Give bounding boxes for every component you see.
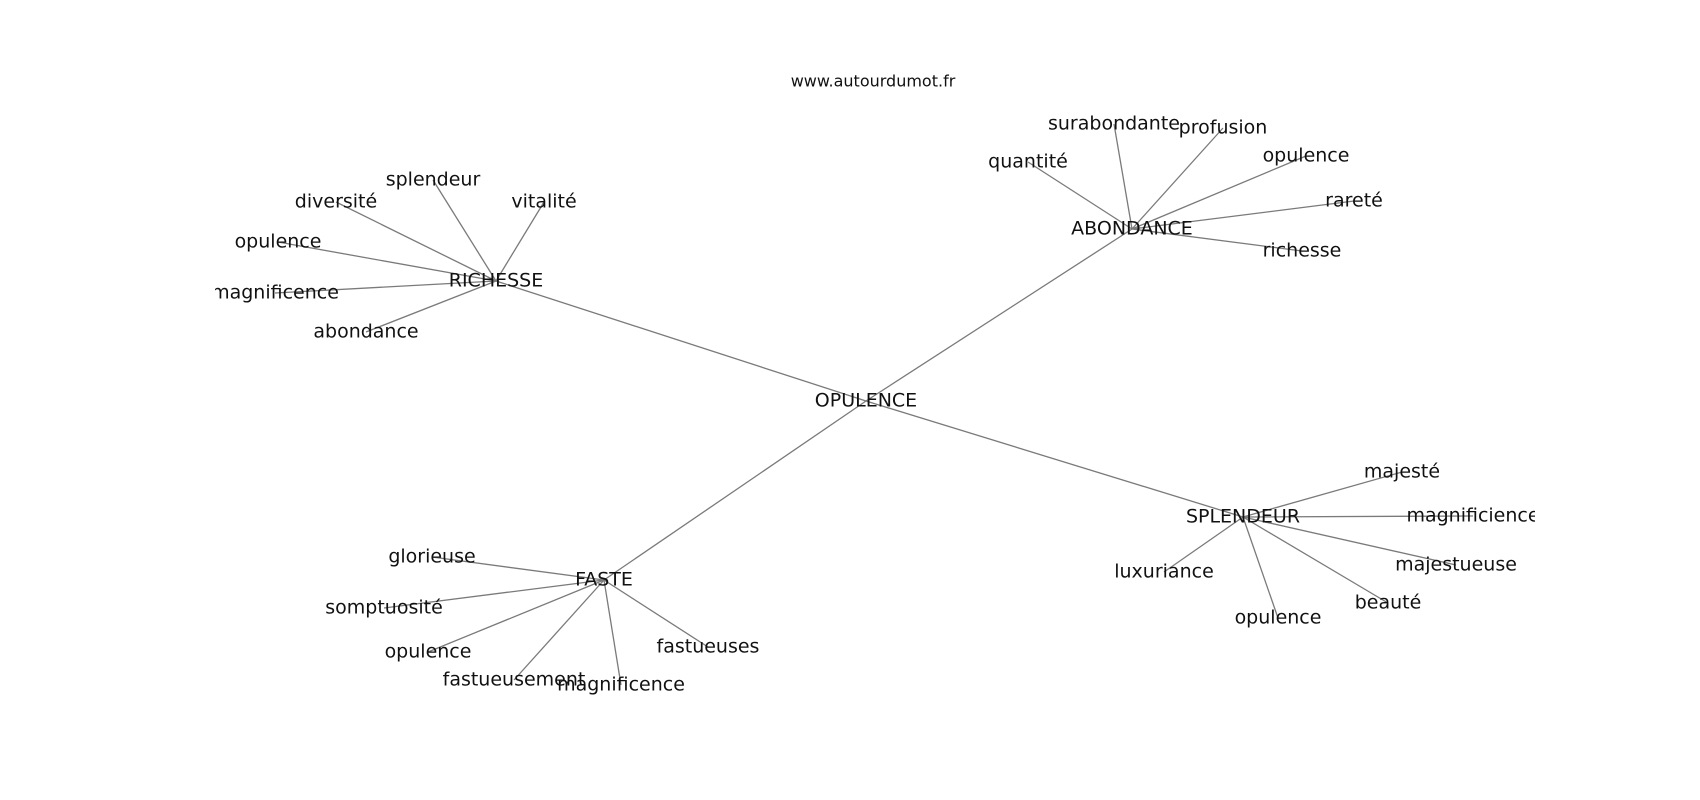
edge-abondance-rarete [1131, 200, 1355, 230]
edge-splendeur-magnificience [1242, 515, 1474, 518]
edge-faste-opulence [427, 579, 605, 653]
edge-opulence-splendeur [865, 400, 1244, 518]
leaf-node-splendeur-opulence: opulence [1235, 607, 1322, 629]
leaf-node-abondance-profusion: profusion [1179, 117, 1268, 139]
edge-richesse-diversite [335, 201, 497, 282]
edge-splendeur-beaute [1242, 516, 1389, 604]
leaf-node-richesse-abondance: abondance [313, 321, 418, 343]
leaf-node-richesse-magnificence: magnificence [211, 282, 339, 304]
leaf-node-splendeur-majeste: majesté [1364, 461, 1440, 483]
edge-opulence-richesse [495, 280, 867, 402]
hub-node-faste: FASTE [575, 569, 633, 591]
leaf-node-abondance-quantite: quantité [988, 151, 1068, 173]
source-watermark: www.autourdumot.fr [791, 72, 956, 91]
leaf-node-splendeur-luxuriance: luxuriance [1114, 561, 1214, 583]
leaf-node-abondance-richesse: richesse [1263, 240, 1342, 262]
leaf-node-faste-fastueusement: fastueusement [443, 669, 586, 691]
hub-node-abondance: ABONDANCE [1071, 218, 1193, 240]
hub-node-splendeur: SPLENDEUR [1186, 506, 1300, 528]
leaf-node-abondance-opulence: opulence [1263, 145, 1350, 167]
leaf-node-faste-opulence: opulence [385, 641, 472, 663]
edge-faste-somptuosite [383, 579, 605, 609]
leaf-node-splendeur-magnificience: magnificience [1406, 505, 1539, 527]
leaf-node-richesse-splendeur: splendeur [386, 169, 481, 191]
hub-node-richesse: RICHESSE [449, 270, 544, 292]
leaf-node-splendeur-majestueuse: majestueuse [1395, 554, 1517, 576]
center-word-node: OPULENCE [815, 390, 917, 412]
edge-richesse-vitalite [495, 201, 545, 282]
edge-richesse-splendeur [432, 179, 497, 282]
edge-opulence-faste [603, 400, 867, 581]
leaf-node-faste-somptuosite: somptuosité [325, 597, 443, 619]
leaf-node-richesse-diversite: diversité [295, 191, 377, 213]
edge-opulence-abondance [865, 228, 1133, 402]
leaf-node-splendeur-beaute: beauté [1355, 592, 1422, 614]
edge-faste-fastueuses [603, 579, 709, 648]
edge-splendeur-luxuriance [1163, 516, 1244, 573]
leaf-node-abondance-rarete: rareté [1325, 190, 1383, 212]
leaf-node-faste-fastueuses: fastueuses [657, 636, 760, 658]
leaf-node-richesse-vitalite: vitalité [511, 191, 576, 213]
edge-splendeur-opulence [1242, 516, 1279, 619]
leaf-node-abondance-surabondante: surabondante [1048, 113, 1180, 135]
graph-labels: OPULENCE RICHESSE splendeur vitalité diversi… [211, 113, 1539, 696]
edge-richesse-opulence [277, 241, 497, 282]
edge-abondance-richesse [1131, 228, 1303, 252]
edge-abondance-quantite [1027, 161, 1133, 230]
leaf-node-faste-magnificence: magnificence [557, 674, 685, 696]
leaf-node-richesse-opulence: opulence [235, 231, 322, 253]
edge-faste-magnificence [603, 579, 622, 686]
leaf-node-faste-glorieuse: glorieuse [388, 546, 475, 568]
edge-faste-glorieuse [431, 556, 605, 581]
edge-richesse-abondance [365, 280, 497, 333]
edge-abondance-opulence [1131, 155, 1307, 230]
edge-splendeur-majestueuse [1242, 516, 1457, 566]
edge-abondance-profusion [1131, 127, 1224, 230]
edge-faste-fastueusement [513, 579, 605, 681]
edge-richesse-magnificence [274, 280, 497, 294]
graph-edges [274, 123, 1474, 686]
edge-splendeur-majeste [1242, 471, 1403, 518]
edge-abondance-surabondante [1113, 123, 1133, 230]
